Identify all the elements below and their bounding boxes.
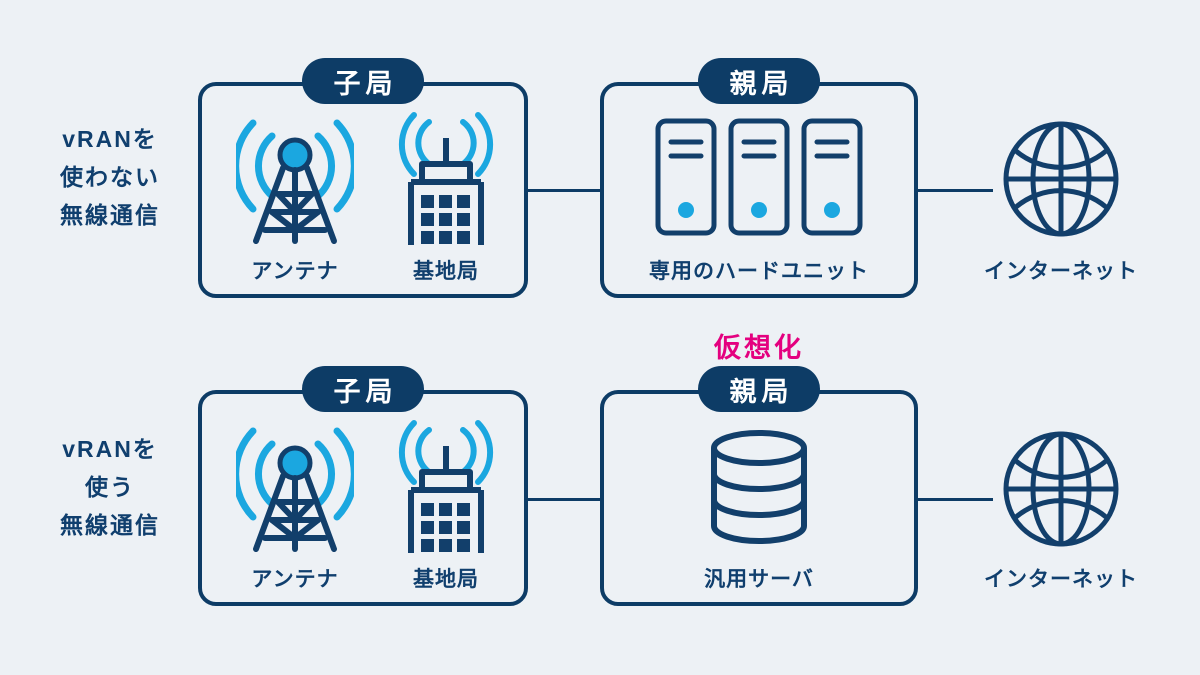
row-label-line-1: vRANを: [62, 436, 158, 462]
row-label-with-vran: vRANを 使う 無線通信: [10, 430, 210, 544]
virtualization-annotation: 仮想化: [714, 333, 804, 363]
antenna-caption-row2: アンテナ: [251, 568, 339, 591]
parent-station-badge-row2: 親局: [698, 366, 820, 412]
row-label-without-vran: vRANを 使わない 無線通信: [10, 120, 210, 234]
child-station-badge-row2: 子局: [302, 366, 424, 412]
general-server-caption-row2: 汎用サーバ: [704, 568, 814, 591]
row-label-line-2: 使う: [85, 474, 135, 500]
connector-parent-to-internet-row1: [915, 189, 993, 192]
connector-parent-to-internet-row2: [915, 498, 993, 501]
base-station-icon: [398, 420, 494, 553]
hardware-unit-caption-row1: 専用のハードユニット: [649, 260, 869, 283]
antenna-caption-row1: アンテナ: [251, 260, 339, 283]
row-label-line-2: 使わない: [60, 164, 160, 190]
child-station-badge-row1: 子局: [302, 58, 424, 104]
globe-icon: [1003, 121, 1119, 237]
database-icon: [711, 430, 807, 544]
globe-icon: [1003, 431, 1119, 547]
connector-child-to-parent-row2: [525, 498, 603, 501]
internet-caption-row2: インターネット: [984, 568, 1138, 591]
base-station-icon: [398, 112, 494, 245]
antenna-icon: [236, 119, 354, 244]
row-label-line-1: vRANを: [62, 126, 158, 152]
base-station-caption-row1: 基地局: [413, 260, 479, 283]
base-station-caption-row2: 基地局: [413, 568, 479, 591]
parent-station-badge-row1: 親局: [698, 58, 820, 104]
antenna-icon: [236, 427, 354, 552]
internet-caption-row1: インターネット: [984, 260, 1138, 283]
row-label-line-3: 無線通信: [60, 202, 160, 228]
connector-child-to-parent-row1: [525, 189, 603, 192]
server-rack-icon: [655, 118, 863, 236]
row-label-line-3: 無線通信: [60, 512, 160, 538]
